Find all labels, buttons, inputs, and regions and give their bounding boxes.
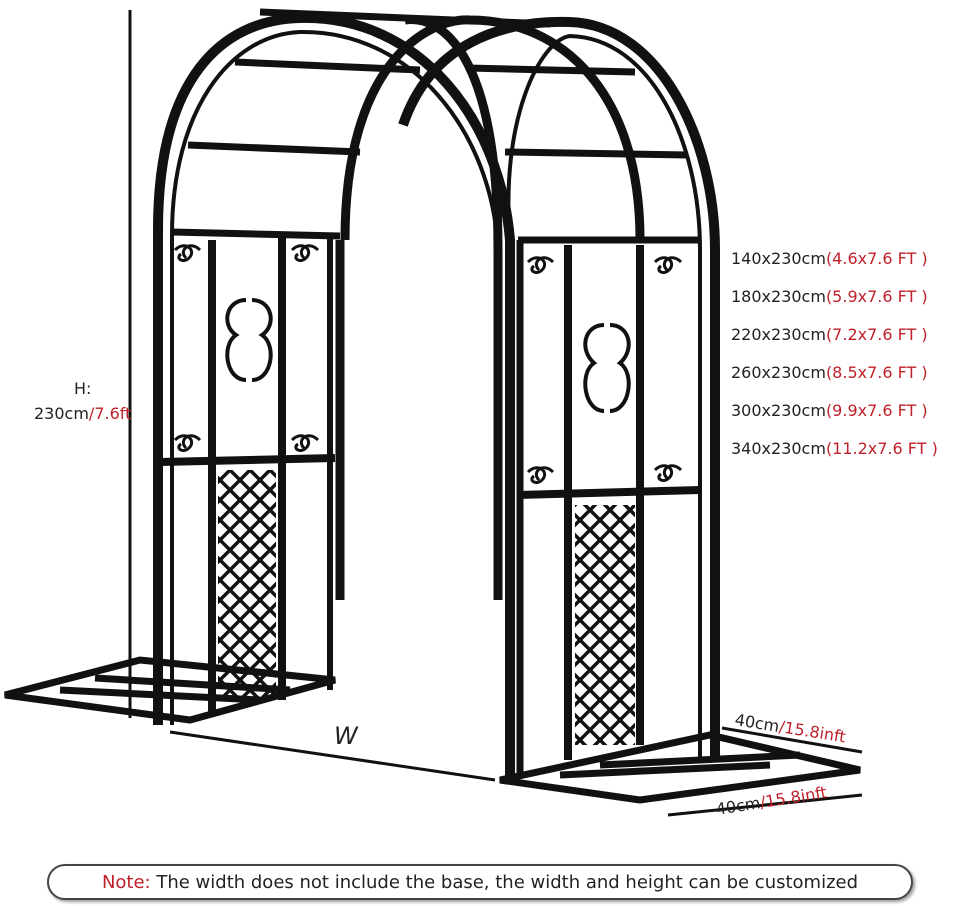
height-label: H: 230cm/7.6ft [34, 376, 131, 426]
front-arch-frame [153, 12, 515, 780]
size-metric: 140x230cm [731, 249, 826, 268]
height-prefix: H: [73, 379, 92, 398]
size-metric: 340x230cm [731, 439, 826, 458]
left-base [4, 656, 336, 724]
size-metric: 180x230cm [731, 287, 826, 306]
width-letter: W [334, 722, 358, 750]
size-metric: 260x230cm [731, 363, 826, 382]
size-option: 180x230cm(5.9x7.6 FT ) [731, 286, 938, 324]
height-imperial: /7.6ft [88, 404, 132, 423]
right-base [499, 731, 861, 804]
left-side-panel [159, 238, 336, 712]
note-label: Note: [101, 871, 151, 893]
right-arch-inner [506, 33, 702, 760]
roof-crossbars [171, 58, 700, 244]
front-arch-inner [170, 29, 500, 725]
height-metric: 230cm [34, 404, 89, 423]
size-imperial: (4.6x7.6 FT ) [825, 249, 928, 268]
depth-dimension-line-bottom [667, 793, 863, 817]
note-banner: Note: The width does not include the bas… [47, 864, 913, 900]
size-option: 220x230cm(7.2x7.6 FT ) [731, 324, 938, 362]
depth-dimension-line-top [721, 726, 863, 754]
size-metric: 300x230cm [731, 401, 826, 420]
size-imperial: (5.9x7.6 FT ) [825, 287, 928, 306]
size-option: 300x230cm(9.9x7.6 FT ) [731, 400, 938, 438]
size-imperial: (11.2x7.6 FT ) [825, 439, 938, 458]
rear-arch-curve [340, 15, 645, 241]
right-side-panel [516, 240, 701, 775]
size-metric: 220x230cm [731, 325, 826, 344]
size-imperial: (8.5x7.6 FT ) [825, 363, 928, 382]
right-arch-frame [398, 16, 720, 760]
width-dimension-line [169, 730, 496, 782]
size-option: 340x230cm(11.2x7.6 FT ) [731, 438, 938, 476]
size-options-list: 140x230cm(4.6x7.6 FT ) 180x230cm(5.9x7.6… [731, 248, 938, 476]
size-imperial: (9.9x7.6 FT ) [825, 401, 928, 420]
size-option: 260x230cm(8.5x7.6 FT ) [731, 362, 938, 400]
note-text: The width does not include the base, the… [150, 871, 859, 893]
size-option: 140x230cm(4.6x7.6 FT ) [731, 248, 938, 286]
size-imperial: (7.2x7.6 FT ) [825, 325, 928, 344]
